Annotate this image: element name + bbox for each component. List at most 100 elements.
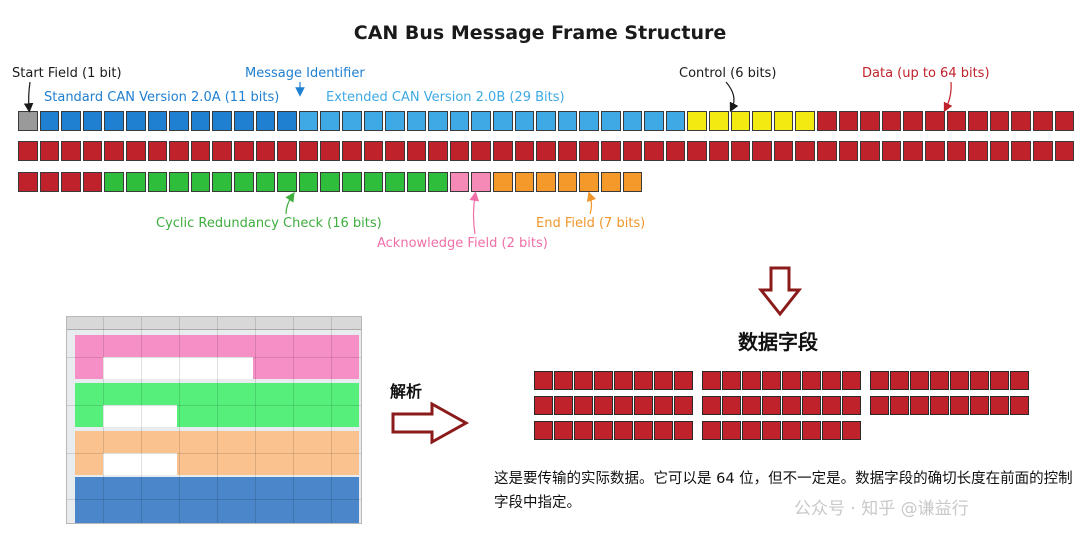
bit-cell-crc: [363, 172, 384, 192]
bit-cell-extended-id: [557, 111, 578, 131]
bit-cell-data: [363, 141, 384, 161]
data-bit-cell: [802, 421, 821, 440]
data-field-heading: 数据字段: [738, 330, 818, 354]
bit-cell-extended-id: [406, 111, 427, 131]
start-field-label: Start Field (1 bit): [12, 66, 122, 81]
bit-cell-crc: [255, 172, 276, 192]
bit-cell-crc: [169, 172, 189, 192]
bit-cell-data: [622, 141, 643, 161]
data-bit-cell: [950, 396, 969, 415]
bit-cell-data: [795, 141, 815, 161]
bit-cell-data: [1032, 141, 1053, 161]
bit-cell-crc: [298, 172, 319, 192]
data-bit-cell: [742, 371, 761, 390]
bit-cell-data: [644, 141, 664, 161]
bit-cell-control: [752, 111, 772, 131]
data-bit-cell: [890, 396, 909, 415]
crc-arrow: [285, 192, 295, 215]
bit-cell-data: [1011, 141, 1031, 161]
data-arrow: [943, 81, 953, 113]
start-field-arrow: [23, 81, 34, 113]
data-bit-cell: [674, 371, 693, 390]
data-bit-cell: [614, 371, 633, 390]
data-byte: [870, 371, 1030, 390]
bit-cell-data: [277, 141, 297, 161]
data-byte: [870, 396, 1030, 415]
bit-cell-extended-id: [471, 111, 492, 131]
bit-cell-data: [298, 141, 319, 161]
data-bit-cell: [722, 421, 741, 440]
bit-cell-data: [924, 141, 945, 161]
bit-cell-data: [82, 141, 103, 161]
data-bit-cell: [634, 396, 653, 415]
data-bit-cell: [782, 371, 801, 390]
bit-cell-extended-id: [341, 111, 362, 131]
data-bit-cell: [594, 371, 613, 390]
data-bit-cell: [930, 371, 949, 390]
data-bit-cell: [802, 371, 821, 390]
data-bit-cell: [554, 396, 573, 415]
data-bit-cell: [990, 371, 1009, 390]
data-bit-cell: [722, 371, 741, 390]
crc-label: Cyclic Redundancy Check (16 bits): [156, 216, 382, 231]
data-bit-cell: [1010, 396, 1029, 415]
bit-cell-data: [61, 141, 81, 161]
data-byte: [534, 421, 694, 440]
bit-cell-extended-id: [644, 111, 664, 131]
bit-cell-data: [514, 141, 535, 161]
data-bit-cell: [574, 396, 593, 415]
pointer-arrows: [23, 81, 953, 235]
bit-cell-ack: [449, 172, 470, 192]
bit-cell-data: [903, 141, 923, 161]
bit-cell-data: [428, 141, 448, 161]
bit-cell-data: [968, 141, 988, 161]
data-field-row: [534, 371, 1038, 390]
bit-cell-data: [39, 172, 60, 192]
bit-cell-extended-id: [428, 111, 448, 131]
data-bit-cell: [614, 421, 633, 440]
bit-cell-crc: [341, 172, 362, 192]
message-identifier-label: Message Identifier: [245, 66, 365, 81]
data-bit-cell: [910, 371, 929, 390]
bit-cell-data: [82, 172, 103, 192]
control-label: Control (6 bits): [679, 66, 777, 81]
bit-cell-data: [233, 141, 254, 161]
bit-cell-data: [255, 141, 276, 161]
bit-cell-crc: [212, 172, 232, 192]
data-bit-cell: [822, 371, 841, 390]
data-bit-cell: [594, 396, 613, 415]
data-bit-cell: [654, 421, 673, 440]
bit-cell-data: [881, 141, 902, 161]
data-bit-cell: [762, 421, 781, 440]
data-bit-cell: [890, 371, 909, 390]
bit-cell-extended-id: [298, 111, 319, 131]
bit-cell-standard-id: [190, 111, 211, 131]
data-bit-cell: [970, 371, 989, 390]
bit-cell-end: [622, 172, 643, 192]
bit-cell-data: [860, 141, 880, 161]
data-byte: [702, 396, 862, 415]
data-label: Data (up to 64 bits): [862, 66, 990, 81]
data-bit-cell: [534, 396, 553, 415]
bit-cell-data: [816, 111, 837, 131]
data-bit-cell: [534, 421, 553, 440]
bit-cell-extended-id: [514, 111, 535, 131]
bit-cell-extended-id: [579, 111, 600, 131]
data-bit-cell: [870, 371, 889, 390]
bit-cell-data: [752, 141, 772, 161]
bit-cell-data: [601, 141, 621, 161]
data-bit-cell: [574, 371, 593, 390]
bit-cell-control: [709, 111, 729, 131]
data-bit-cell: [702, 421, 721, 440]
bit-cell-data: [212, 141, 232, 161]
frame-row-3: [18, 172, 644, 192]
bit-cell-extended-id: [449, 111, 470, 131]
bit-cell-ack: [471, 172, 492, 192]
data-bit-cell: [990, 396, 1009, 415]
data-bit-cell: [930, 396, 949, 415]
data-field-description: 这是要传输的实际数据。它可以是 64 位，但不一定是。数据字段的确切长度在前面的…: [494, 471, 1073, 511]
bit-cell-standard-id: [104, 111, 124, 131]
data-bit-cell: [654, 396, 673, 415]
bit-cell-extended-id: [385, 111, 405, 131]
bit-cell-standard-id: [39, 111, 60, 131]
